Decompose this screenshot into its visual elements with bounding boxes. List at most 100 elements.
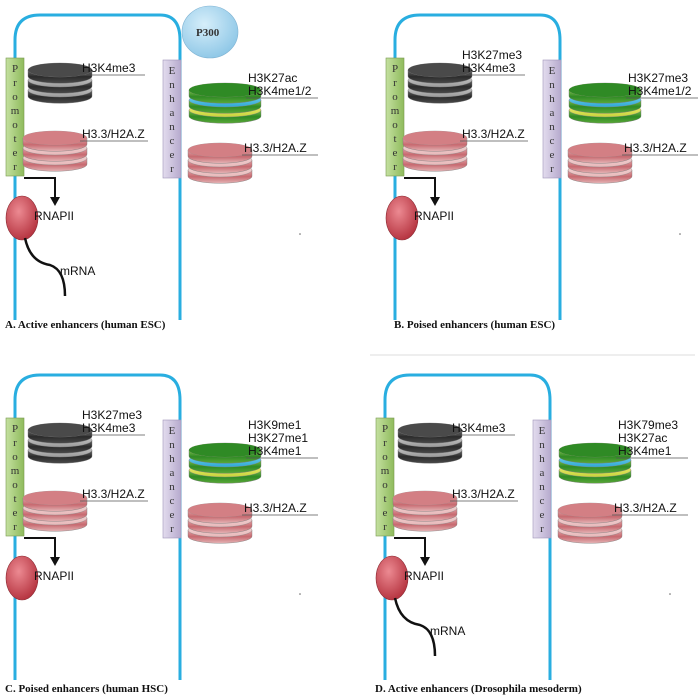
nucleosome-top [188,503,252,517]
promoter-box [5,57,25,177]
histone-mark-label: H3.3/H2A.Z [624,141,687,155]
arrow-head [50,557,60,566]
rnapii-label: RNAPII [34,209,74,223]
promoter-box [375,417,395,537]
nucleosome-top [28,423,92,437]
enhancer-red-marks: H3.3/H2A.Z [242,501,318,516]
transcription-arrow [24,177,56,200]
histone-mark-label: H3K27me3 [628,71,688,85]
nucleosome-top [189,83,261,97]
nucleosome-top [568,143,632,157]
histone-mark-label: H3K27me1 [248,431,308,445]
marker-dot [299,593,301,595]
histone-mark-label: H3K27ac [618,431,667,445]
arrow-head [50,197,60,206]
promoter-red-marks: H3.3/H2A.Z [80,487,148,502]
promoter-red-nucleosomes [22,490,88,532]
nucleosome-top [393,491,457,505]
nucleosome-top [189,443,261,457]
dna-strand [383,373,552,680]
mrna-label: mRNA [430,624,465,638]
enhancer-green-nucleosomes [568,82,642,124]
histone-mark-label: H3K4me1/2 [628,84,692,98]
rnapii-label: RNAPII [404,569,444,583]
histone-mark-label: H3.3/H2A.Z [462,127,525,141]
promoter-red-marks: H3.3/H2A.Z [80,127,148,142]
transcription-arrow [394,537,426,560]
promoter-red-nucleosomes [22,130,88,172]
histone-mark-label: H3K4me3 [452,421,506,435]
rnapii-blob [375,555,409,601]
marker-dot [679,233,681,235]
transcription-arrow [24,537,56,560]
histone-mark-label: H3.3/H2A.Z [82,487,145,501]
panel-caption: A. Active enhancers (human ESC) [5,319,166,331]
enhancer-box [162,419,182,539]
promoter-dark-nucleosomes [397,422,463,464]
arrow-head [420,557,430,566]
histone-mark-label: H3K27me3 [462,48,522,62]
promoter-dark-marks: H3K4me3 [80,61,145,76]
nucleosome-top [403,131,467,145]
enhancer-red-nucleosomes [187,142,253,184]
mrna-label: mRNA [60,264,95,278]
enhancer-red-nucleosomes [187,502,253,544]
nucleosome-top [558,503,622,517]
panel-caption: C. Poised enhancers (human HSC) [5,683,168,695]
nucleosome-top [408,63,472,77]
rnapii-blob [385,195,419,241]
rnapii-blob [5,555,39,601]
enhancer-box [162,59,182,179]
enhancer-red-marks: H3.3/H2A.Z [622,141,698,156]
histone-mark-label: H3.3/H2A.Z [82,127,145,141]
enhancer-red-nucleosomes [557,502,623,544]
rnapii-label: RNAPII [34,569,74,583]
rnapii-blob [5,195,39,241]
histone-mark-label: H3K27ac [248,71,297,85]
histone-mark-label: H3K4me3 [82,61,136,75]
histone-mark-label: H3K9me1 [248,418,302,432]
promoter-box [5,417,25,537]
arrow-head [430,197,440,206]
promoter-dark-marks: H3K4me3 [450,421,515,436]
histone-mark-label: H3.3/H2A.Z [244,501,307,515]
promoter-box [385,57,405,177]
enhancer-box [542,59,562,179]
promoter-red-marks: H3.3/H2A.Z [450,487,518,502]
mrna-strand [23,237,67,297]
marker-dot [669,593,671,595]
nucleosome-top [28,63,92,77]
histone-mark-label: H3.3/H2A.Z [452,487,515,501]
p300-blob [181,5,239,59]
dna-strand [13,13,182,320]
nucleosome-top [398,423,462,437]
panel-caption: B. Poised enhancers (human ESC) [394,319,555,331]
promoter-red-marks: H3.3/H2A.Z [460,127,528,142]
histone-mark-label: H3.3/H2A.Z [614,501,677,515]
enhancer-red-marks: H3.3/H2A.Z [612,501,688,516]
nucleosome-top [23,131,87,145]
